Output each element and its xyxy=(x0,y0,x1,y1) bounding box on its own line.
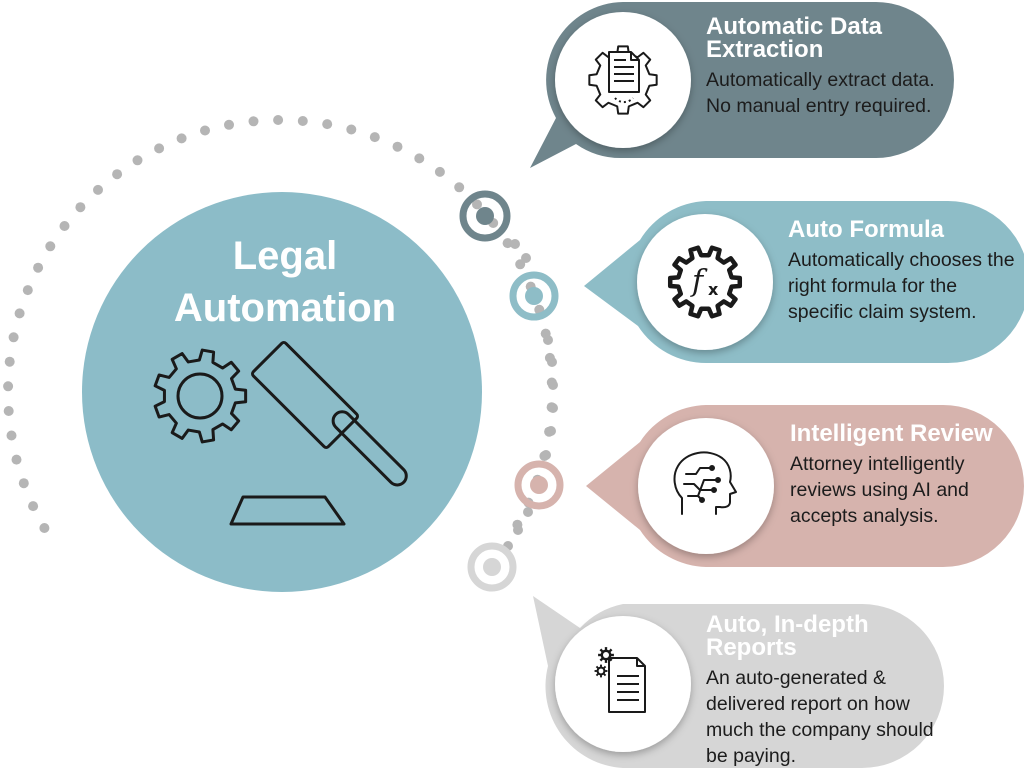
orbit-dot xyxy=(548,403,558,413)
orbit-dot xyxy=(224,119,234,130)
document-gear-icon xyxy=(588,45,658,115)
feature-extraction: Automatic Data Extraction Automatically … xyxy=(706,15,936,119)
orbit-dot xyxy=(39,523,50,533)
svg-text:x: x xyxy=(708,280,719,299)
feature-description: Attorney intelligently reviews using AI … xyxy=(790,453,969,527)
orbit-dot xyxy=(543,335,553,345)
orbit-dot xyxy=(513,525,523,535)
orbit-dot xyxy=(28,501,39,512)
orbit-dot xyxy=(59,221,70,231)
orbit-dot xyxy=(510,239,520,249)
orbit-dot xyxy=(523,507,533,517)
orbit-dot xyxy=(548,380,558,390)
orbit-dot xyxy=(414,153,425,164)
feature-description: Automatically chooses the right formula … xyxy=(788,249,1015,323)
gear-icon xyxy=(153,348,248,444)
feature-formula: Auto Formula Automatically chooses the r… xyxy=(788,218,1020,325)
orbit-dot xyxy=(132,155,143,166)
orbit-dot xyxy=(3,381,14,392)
orbit-dot xyxy=(4,356,15,367)
orbit-dot xyxy=(248,116,259,127)
main-title: Legal Automation xyxy=(130,230,440,334)
bubble-extraction xyxy=(530,2,954,168)
orbit-dot xyxy=(11,454,22,465)
orbit-dot xyxy=(515,259,526,270)
orbit-dot xyxy=(112,169,123,180)
feature-title: Intelligent Review xyxy=(790,420,993,447)
orbit-dot xyxy=(75,202,86,213)
orbit-dot xyxy=(547,357,557,367)
orbit-dot xyxy=(45,241,56,252)
bubble-formula xyxy=(584,201,1024,363)
orbit-dot xyxy=(546,426,556,436)
orbit-dot xyxy=(322,119,333,130)
orbit-dot xyxy=(22,285,33,296)
feature-title: Auto Formula xyxy=(788,216,944,243)
orbit-dot xyxy=(200,125,210,136)
orbit-dot xyxy=(273,115,284,125)
orbit-dot xyxy=(154,143,165,154)
main-title-line1: Legal xyxy=(232,234,338,278)
orbit-dot xyxy=(369,132,380,143)
orbit-dot xyxy=(93,184,103,195)
orbit-dot xyxy=(18,478,29,489)
feature-title: Automatic Data Extraction xyxy=(706,13,883,63)
orbit-dot xyxy=(392,141,403,152)
report-gears-icon xyxy=(594,647,646,713)
gavel-icon xyxy=(229,341,408,526)
feature-review: Intelligent Review Attorney intelligentl… xyxy=(790,422,1010,529)
main-circle xyxy=(82,192,482,592)
orbit-dot xyxy=(6,430,17,441)
orbit-dot xyxy=(8,332,19,343)
orbit-dot xyxy=(176,133,187,144)
orbit-dot xyxy=(454,182,465,193)
orbit-dot xyxy=(472,199,482,210)
node-formula xyxy=(509,271,559,321)
orbit-dot xyxy=(346,124,357,135)
node-extraction xyxy=(459,190,511,242)
main-title-line2: Automation xyxy=(173,286,397,330)
orbit-dot xyxy=(3,406,14,416)
orbit-dot xyxy=(541,450,551,460)
node-review xyxy=(514,460,564,510)
orbit-dot xyxy=(502,238,513,249)
orbit-dot xyxy=(434,166,445,177)
ai-head-icon xyxy=(673,451,737,515)
feature-description: Automatically extract data. No manual en… xyxy=(706,69,935,117)
bubble-review xyxy=(586,405,1024,567)
orbit-dot xyxy=(521,253,531,263)
feature-reports: Auto, In-depth Reports An auto-generated… xyxy=(706,613,942,769)
feature-description: An auto-generated & delivered report on … xyxy=(706,667,934,767)
orbit-dot xyxy=(33,262,44,273)
feature-title: Auto, In-depth Reports xyxy=(706,611,869,661)
node-reports xyxy=(467,542,517,592)
orbit-dot xyxy=(14,308,25,319)
orbit-dot xyxy=(297,116,308,126)
